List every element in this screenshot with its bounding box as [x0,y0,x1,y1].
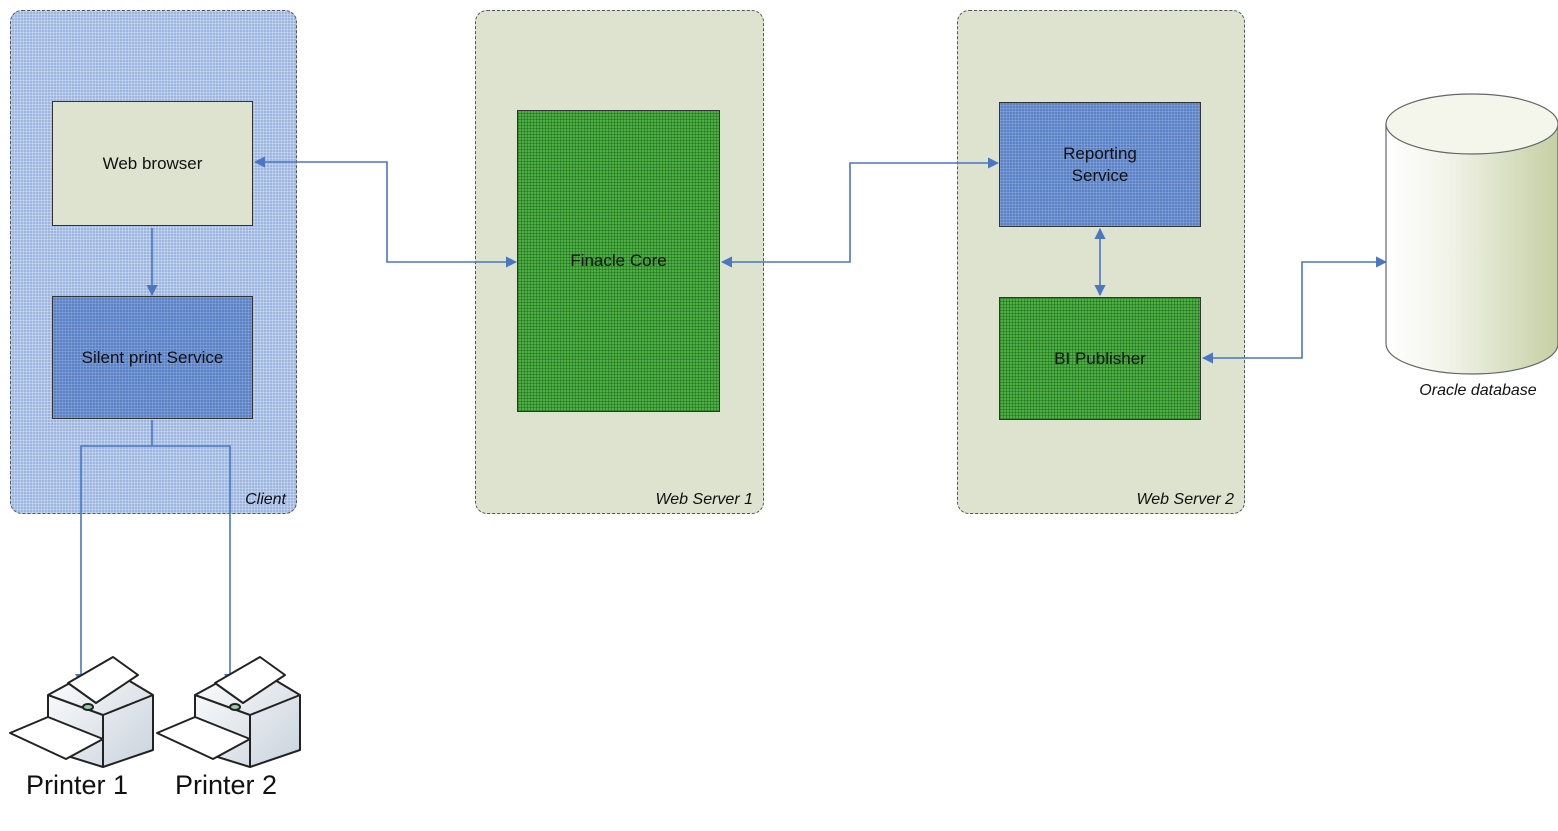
connector-bipublisher-database [1201,256,1388,364]
reporting-service-label-line1: Reporting [1063,144,1137,164]
web-browser-label: Web browser [102,153,203,173]
reporting-service-label-line2: Service [1071,165,1129,185]
connector-browser-finacle [253,156,518,268]
web-server-2-label: Web Server 2 [1136,491,1234,508]
connector-silentprint-printers [80,420,231,682]
connector-finacle-reporting [720,157,1000,268]
printer-2-label: Printer 2 [175,770,278,800]
finacle-core-label: Finacle Core [570,251,667,271]
printer-1-icon [9,656,154,768]
finacle-core-node: Finacle Core [517,110,720,412]
silent-print-service-node: Silent print Service [52,296,253,419]
bi-publisher-label: BI Publisher [1054,348,1146,368]
silent-print-service-label: Silent print Service [81,347,224,367]
printer-1-label: Printer 1 [26,770,129,800]
reporting-service-node: Reporting Service [999,102,1201,227]
bi-publisher-node: BI Publisher [999,297,1201,420]
oracle-database-icon [1385,93,1558,375]
oracle-database-label: Oracle database [1419,382,1537,399]
printer-2-icon [156,656,301,768]
client-label: Client [245,491,286,508]
web-browser-node: Web browser [52,101,253,226]
web-server-1-label: Web Server 1 [655,491,753,508]
client-container: Client [10,10,297,514]
